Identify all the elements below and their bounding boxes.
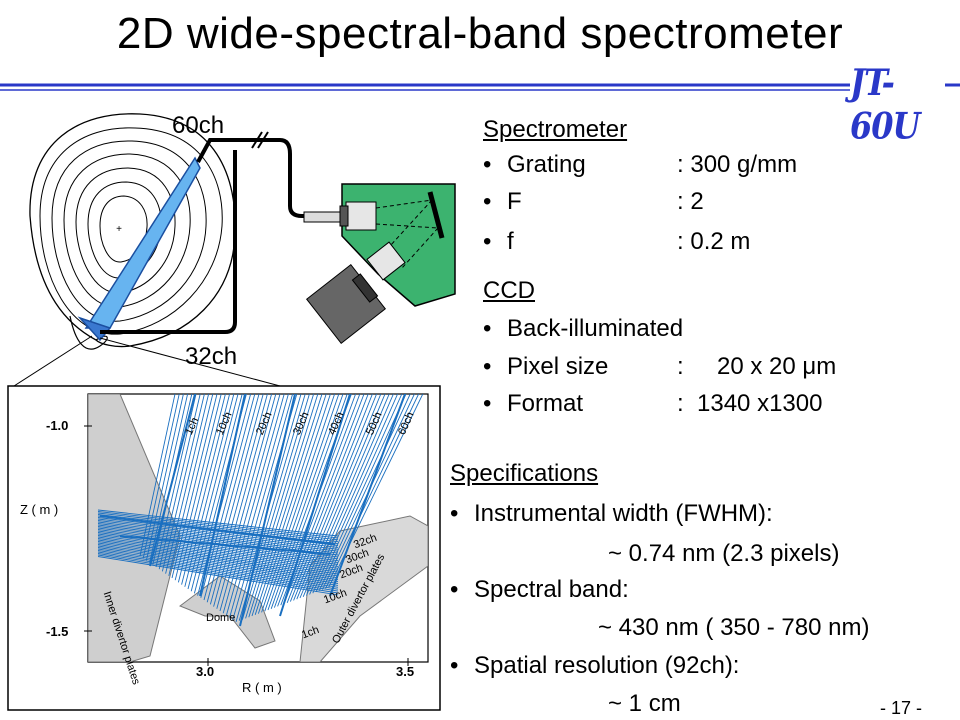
side-chord-line	[97, 530, 339, 564]
specs-item-spatial-resolution: •Spatial resolution (92ch):	[450, 652, 740, 679]
side-chord-line	[97, 545, 339, 583]
ccd-camera	[305, 263, 387, 345]
chord-line	[315, 394, 407, 593]
fiber-break-2	[257, 131, 269, 149]
inset-y-tick-1: -1.0	[46, 418, 69, 433]
side-chord-line	[97, 524, 339, 556]
chord-line	[325, 394, 420, 589]
label-60ch: 60ch	[172, 112, 225, 139]
chord-line	[241, 394, 310, 620]
specs-detail-spatial-resolution: ~ 1 cm	[608, 690, 681, 717]
fiber-bundle-bottom	[100, 150, 237, 334]
specs-detail-spectral-band: ~ 430 nm ( 350 - 780 nm)	[598, 614, 870, 641]
side-chord-line	[97, 518, 339, 548]
chord-line	[299, 394, 386, 599]
inset-x-tick-1: 3.0	[196, 664, 215, 679]
chord-line	[216, 394, 277, 609]
chord-line	[190, 394, 243, 592]
chord-line	[149, 394, 189, 563]
side-chord-line	[97, 512, 339, 541]
chord-line	[248, 394, 319, 618]
chord-line	[267, 394, 344, 611]
chord-line	[171, 394, 218, 579]
inset-y-axis-label: Z ( m )	[20, 502, 59, 517]
title-underline	[0, 83, 960, 91]
side-chord-line	[97, 539, 339, 575]
plasma-center-mark: +	[116, 224, 122, 235]
fiber-input	[303, 211, 343, 223]
chord-line	[302, 394, 390, 597]
side-chord-line	[97, 520, 339, 550]
ccd-heading: CCD	[483, 277, 535, 304]
chord-line	[145, 394, 184, 561]
jt60u-logo: JT-60U	[850, 60, 920, 148]
side-chord-line	[97, 541, 339, 577]
viewing-fan	[84, 156, 201, 329]
inset-x-tick-2: 3.5	[396, 664, 415, 679]
page-title: 2D wide-spectral-band spectrometer	[116, 9, 844, 58]
specs-item-spectral-band: •Spectral band:	[450, 576, 629, 603]
spectrometer-diagram: +	[7, 113, 456, 711]
ccd-item-pixel-size: •Pixel size: 20 x 20 μm	[483, 353, 837, 380]
chord-line	[283, 394, 365, 605]
chord-line	[229, 394, 294, 618]
ccd-item-back-illuminated: •Back-illuminated	[483, 315, 684, 342]
chord-line	[187, 394, 239, 590]
specs-detail-instrumental-width: ~ 0.74 nm (2.3 pixels)	[608, 540, 840, 567]
side-chord-line	[97, 536, 339, 571]
label-32ch: 32ch	[185, 343, 238, 370]
collimator-lens	[345, 201, 377, 231]
inset-connector-right	[99, 337, 281, 387]
side-chord-line	[97, 553, 339, 592]
side-chord-line	[97, 554, 339, 594]
side-chord-line	[97, 511, 339, 539]
chord-line	[312, 394, 403, 594]
side-chord-line	[97, 535, 339, 569]
inset-connector-left	[13, 335, 93, 387]
ccd-camera-face	[351, 273, 379, 303]
chord-line	[206, 394, 264, 603]
side-chord-line	[97, 538, 339, 573]
chord-line	[245, 394, 315, 619]
side-chord-line	[97, 533, 339, 567]
side-chord-line	[97, 556, 339, 596]
fiber-break-1	[251, 131, 263, 149]
inset-x-axis-label: R ( m )	[242, 680, 282, 695]
side-chord-line	[97, 550, 339, 588]
spec-item-f-number: •F: 2	[483, 188, 704, 215]
chord-line	[168, 394, 214, 576]
side-chord-line	[97, 523, 339, 554]
side-chord-line	[97, 551, 339, 590]
side-chord-line	[97, 514, 339, 543]
side-chord-line	[97, 517, 339, 546]
side-chord-line	[97, 521, 339, 552]
fiber-bundle-top	[196, 138, 340, 218]
spec-item-focal-length: •f: 0.2 m	[483, 228, 751, 255]
chord-line	[203, 394, 260, 601]
chord-line	[219, 394, 281, 612]
spectrometer-heading: Spectrometer	[483, 116, 628, 143]
dome-label: Dome	[206, 612, 236, 624]
side-chord-line	[97, 544, 339, 581]
side-chord-line	[97, 548, 339, 586]
ccd-item-format: •Format: 1340 x1300	[483, 390, 823, 417]
side-chord-line	[97, 542, 339, 579]
chord-line	[270, 394, 348, 609]
side-chord-line	[97, 547, 339, 584]
specs-item-instrumental-width: •Instrumental width (FWHM):	[450, 500, 773, 527]
page-number: - 17 -	[880, 698, 923, 718]
chord-line	[286, 394, 369, 603]
camera-lens	[366, 241, 406, 281]
specifications-heading: Specifications	[450, 460, 599, 487]
inset-y-tick-2: -1.5	[46, 624, 69, 639]
chord-line	[142, 394, 180, 559]
side-chord-line	[97, 509, 339, 537]
collimator-lens-cap	[339, 205, 349, 227]
grating	[427, 191, 445, 239]
chord-line	[264, 394, 340, 612]
spec-item-grating: •Grating: 300 g/mm	[483, 151, 798, 178]
